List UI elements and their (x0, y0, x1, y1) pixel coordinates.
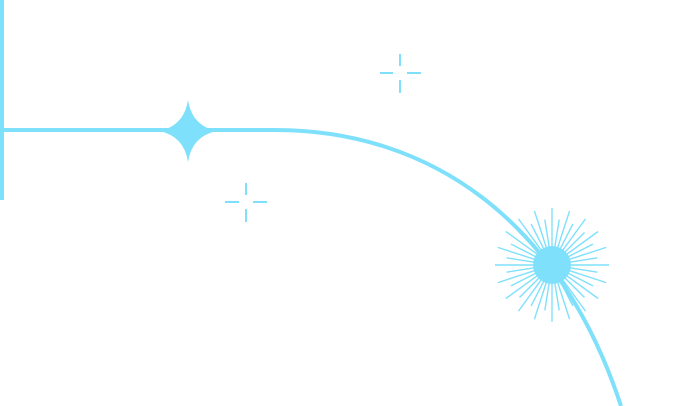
starburst-icon (495, 208, 609, 322)
dashed-sparkle-icon (380, 54, 421, 93)
four-point-star-icon (159, 100, 217, 162)
starburst-core (533, 246, 571, 284)
dashed-sparkle-icon (225, 183, 267, 222)
left-edge-bar (0, 0, 4, 200)
curved-line (0, 128, 623, 406)
